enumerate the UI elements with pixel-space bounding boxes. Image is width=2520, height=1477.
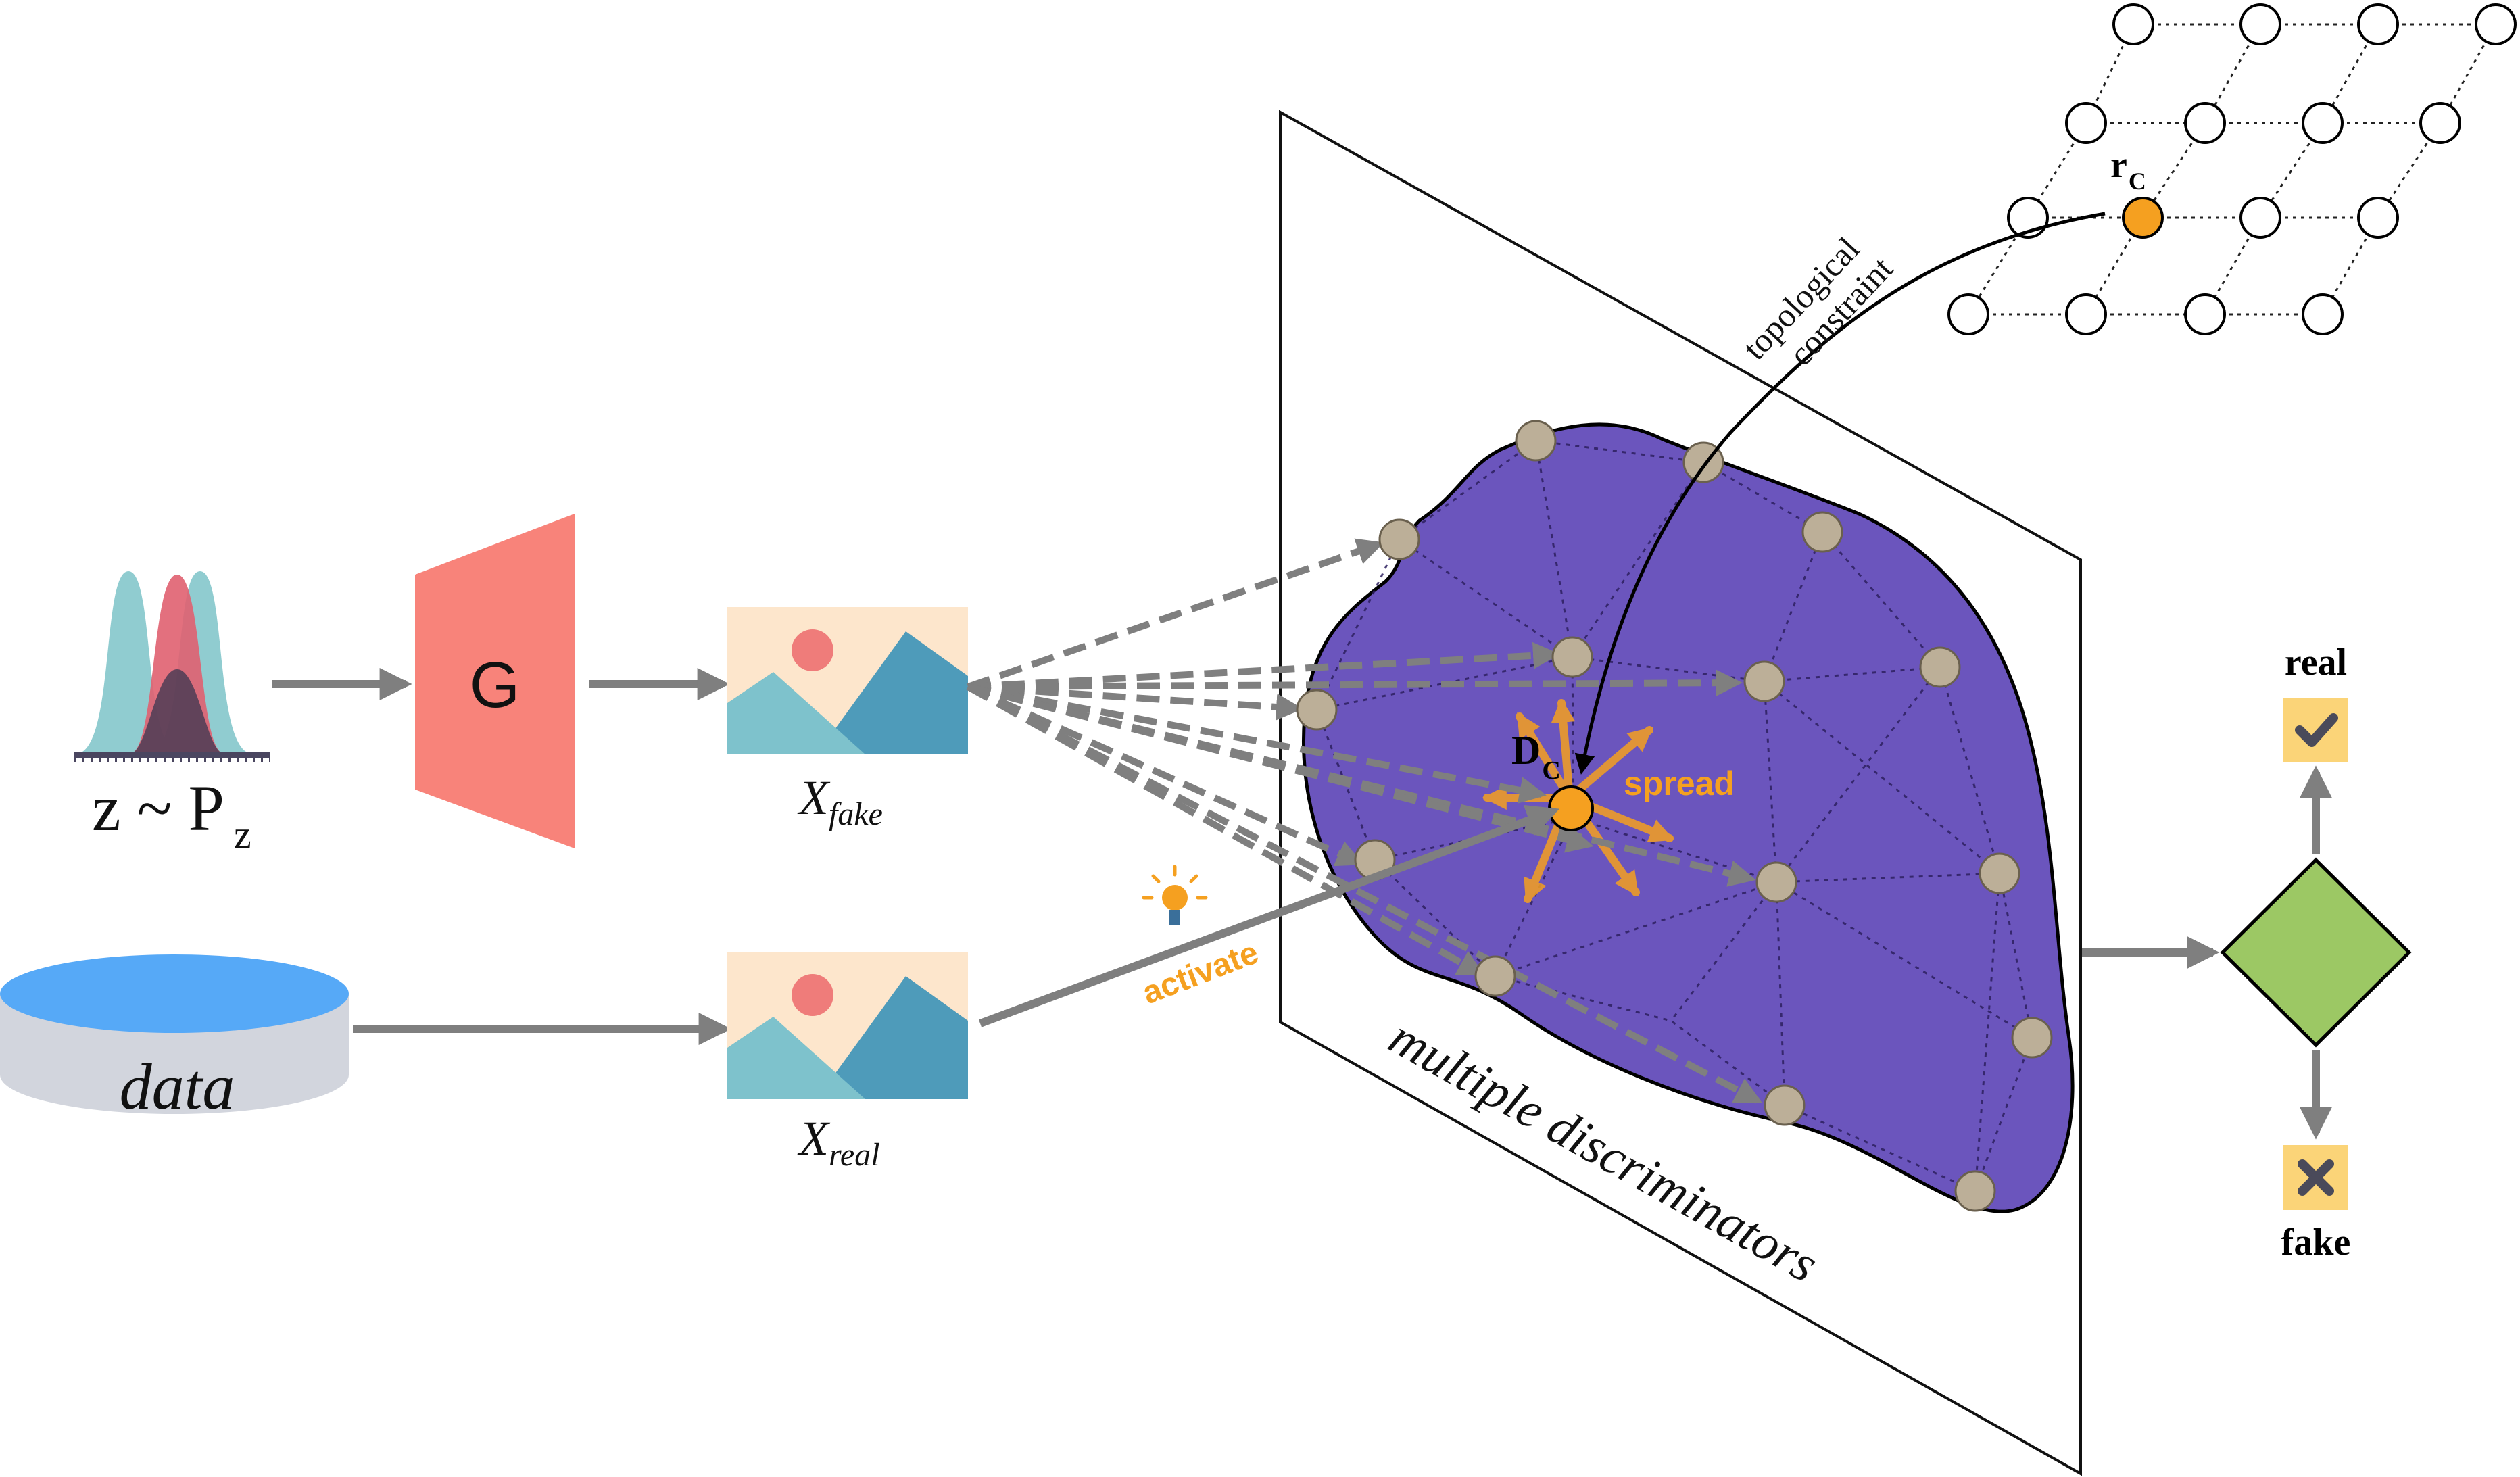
lightbulb-icon [1142, 865, 1208, 925]
real-label: real [2285, 641, 2347, 683]
fake-image-label: Xfake [797, 771, 883, 832]
grid-node [2065, 293, 2107, 335]
data-label: data [120, 1050, 235, 1123]
blob-node [1551, 636, 1593, 678]
grid-node [2184, 102, 2226, 144]
blob-node [1919, 646, 1961, 688]
fake-sample-arrow [967, 641, 1560, 690]
generator-label: G [470, 649, 520, 721]
fake-sample-arrow [967, 669, 1743, 697]
grid-node [2419, 102, 2461, 144]
grid-node [2065, 102, 2107, 144]
blob-node [1378, 518, 1420, 560]
fake-sample-arrow [966, 683, 1485, 977]
fake-sample-arrow [967, 538, 1384, 690]
blob-node [1764, 1084, 1806, 1126]
reference-node-label: rC [2110, 144, 2146, 195]
fake-label: fake [2281, 1221, 2351, 1263]
fake-sample-arrow [966, 683, 1763, 1104]
blob-node [1979, 852, 2020, 894]
grid-node [1947, 293, 1989, 335]
check-icon [2295, 713, 2338, 747]
grid-node [2112, 3, 2154, 45]
blob-node [1743, 660, 1785, 702]
center-discriminator-node [1548, 785, 1594, 831]
blob-node [1515, 420, 1557, 462]
spread-label: spread [1624, 765, 1735, 802]
decision-diamond [2220, 857, 2412, 1048]
center-node-label: DC [1511, 728, 1561, 785]
grid-node [2184, 293, 2226, 335]
fake-sample-arrows [966, 538, 1763, 1104]
real-badge [2283, 698, 2348, 762]
blob-node [1296, 689, 1338, 731]
activate-label: activate [1138, 935, 1263, 1012]
fake-sample-arrow [966, 683, 1364, 867]
fake-image-icon [727, 607, 968, 754]
blob-mesh [1315, 439, 2033, 1192]
grid-node [2239, 3, 2281, 45]
topology-grid [1947, 3, 2517, 335]
real-image-label: Xreal [797, 1111, 880, 1173]
gaussian-icon [74, 571, 270, 762]
reference-node [2122, 197, 2164, 239]
grid-node [2357, 197, 2399, 239]
database-icon [0, 954, 349, 1114]
grid-node [2302, 102, 2344, 144]
blob-node [1954, 1170, 1996, 1212]
blob-node [1755, 861, 1797, 903]
topological-constraint-arrow [1574, 212, 2106, 775]
grid-node [2239, 197, 2281, 239]
topology-label: topological constraint [1735, 224, 1900, 393]
blob-node [2011, 1017, 2053, 1059]
fake-sample-arrow [967, 683, 1594, 853]
fake-sample-arrow [967, 683, 1547, 804]
real-to-center-arrow [978, 804, 1560, 1027]
generator-block [415, 514, 575, 848]
cross-icon [2298, 1159, 2334, 1196]
grid-node [2302, 293, 2344, 335]
fake-sample-arrow [967, 683, 1303, 721]
blob-node [1801, 511, 1843, 553]
blob-node [1474, 955, 1516, 997]
grid-node [2475, 3, 2517, 45]
real-image-icon [727, 952, 968, 1099]
fake-badge [2283, 1145, 2348, 1210]
grid-node [2357, 3, 2399, 45]
